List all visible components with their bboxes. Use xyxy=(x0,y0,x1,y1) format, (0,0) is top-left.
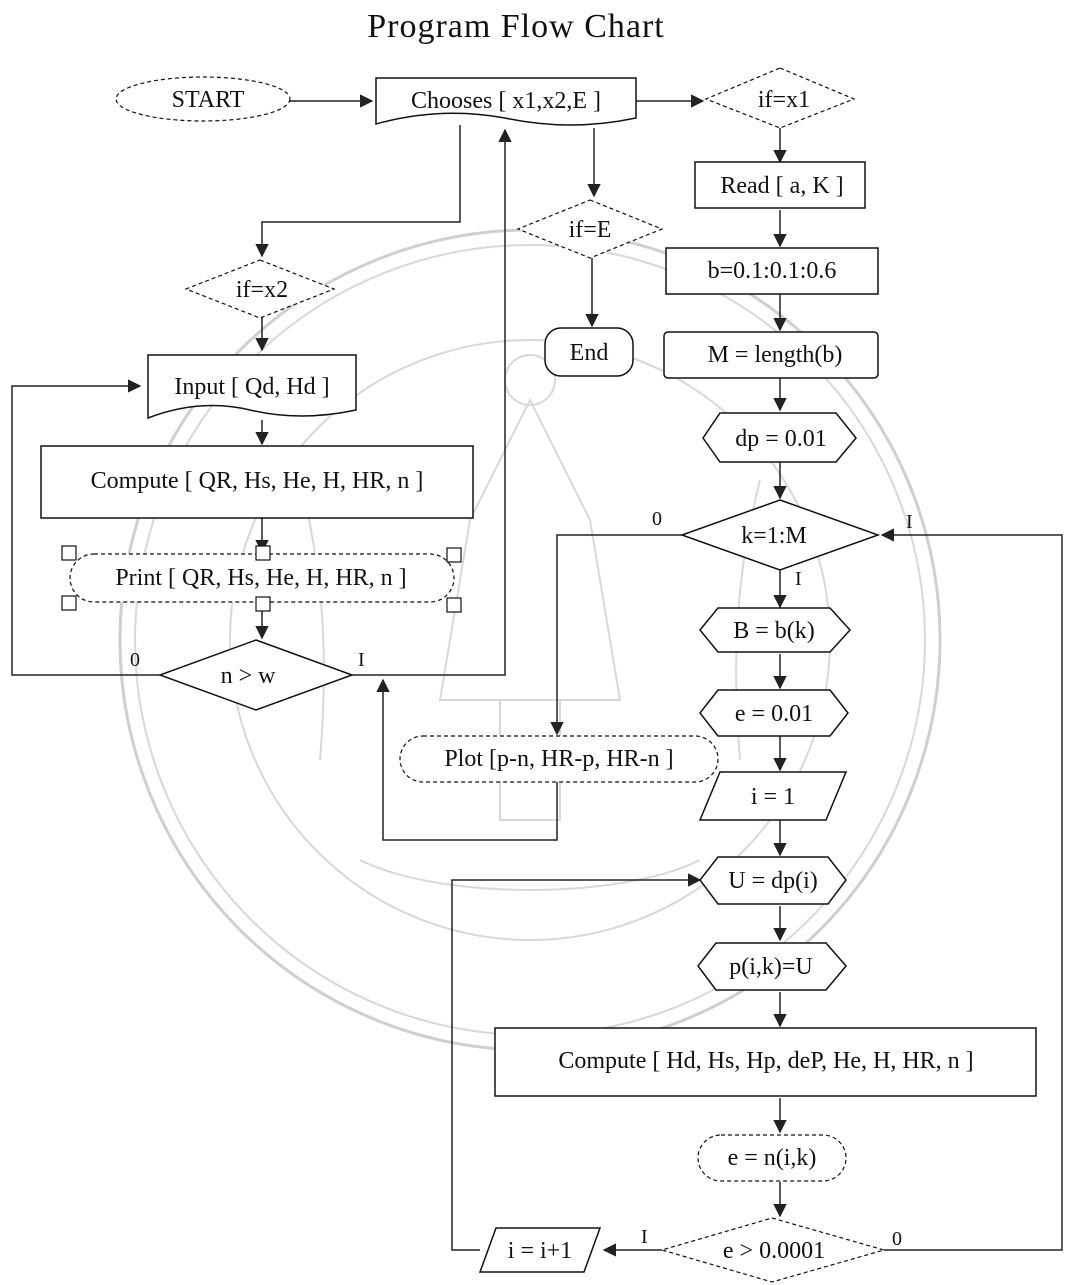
k-zero-label: 0 xyxy=(652,508,662,530)
selection-handle[interactable] xyxy=(255,545,271,561)
input-label: Input [ Qd, Hd ] xyxy=(174,374,329,400)
chooses-label: Chooses [ x1,x2,E ] xyxy=(411,88,601,114)
i-init-io: i = 1 xyxy=(698,771,848,821)
compute-right-label: Compute [ Hd, Hs, Hp, deP, He, H, HR, n … xyxy=(558,1048,973,1074)
i-incr-label: i = i+1 xyxy=(508,1238,572,1264)
k-one-down-label: I xyxy=(795,568,802,590)
e-assign-label: e = n(i,k) xyxy=(728,1145,817,1171)
e-one-label: I xyxy=(641,1226,648,1248)
end-label: End xyxy=(570,340,609,366)
plot-label: Plot [p-n, HR-p, HR-n ] xyxy=(444,746,673,772)
read-label: Read [ a, K ] xyxy=(720,173,843,199)
selection-handle[interactable] xyxy=(61,545,77,561)
p-assign-label: p(i,k)=U xyxy=(729,954,813,980)
plot-output: Plot [p-n, HR-p, HR-n ] xyxy=(399,735,719,783)
e-init-prep: e = 0.01 xyxy=(699,689,849,737)
e-zero-label: 0 xyxy=(892,1228,902,1250)
if-x1-label: if=x1 xyxy=(758,87,810,113)
compute-right-box: Compute [ Hd, Hs, Hp, deP, He, H, HR, n … xyxy=(494,1027,1037,1097)
connectors xyxy=(11,94,1063,1257)
chooses-box: Chooses [ x1,x2,E ] xyxy=(375,77,637,126)
e-assign-terminal: e = n(i,k) xyxy=(697,1134,847,1182)
read-box: Read [ a, K ] xyxy=(694,161,866,209)
chart-title: Program Flow Chart xyxy=(367,8,665,45)
print-output: Print [ QR, Hs, He, H, HR, n ] xyxy=(61,545,462,613)
dp-label: dp = 0.01 xyxy=(735,426,827,452)
k-loop-decision: k=1:M xyxy=(679,499,881,571)
i-incr-io: i = i+1 xyxy=(478,1227,602,1273)
m-length-box: M = length(b) xyxy=(663,331,879,379)
n-check-label: n > w xyxy=(221,663,277,689)
u-assign-label: U = dp(i) xyxy=(728,868,818,894)
input-box: Input [ Qd, Hd ] xyxy=(147,354,357,420)
start-terminal: START xyxy=(115,76,291,122)
selection-handle[interactable] xyxy=(255,596,271,612)
end-terminal: End xyxy=(544,327,634,377)
p-assign-prep: p(i,k)=U xyxy=(697,942,847,991)
n-check-decision: n > w xyxy=(157,639,355,711)
if-x2-decision: if=x2 xyxy=(184,259,336,319)
compute-left-label: Compute [ QR, Hs, He, H, HR, n ] xyxy=(91,468,424,494)
n-zero-label: 0 xyxy=(130,649,140,671)
e-check-decision: e > 0.0001 xyxy=(659,1217,887,1283)
k-one-right-label: I xyxy=(906,511,913,533)
k-loop-label: k=1:M xyxy=(741,523,807,549)
e-check-label: e > 0.0001 xyxy=(723,1238,825,1264)
u-assign-prep: U = dp(i) xyxy=(699,856,847,905)
m-length-label: M = length(b) xyxy=(708,342,843,368)
n-one-label: I xyxy=(358,649,365,671)
b-range-box: b=0.1:0.1:0.6 xyxy=(665,247,879,295)
if-x2-label: if=x2 xyxy=(236,277,288,303)
i-init-label: i = 1 xyxy=(751,784,795,810)
selection-handle[interactable] xyxy=(61,595,77,611)
if-e-decision: if=E xyxy=(516,199,664,259)
compute-left-box: Compute [ QR, Hs, He, H, HR, n ] xyxy=(40,445,474,519)
selection-handle[interactable] xyxy=(446,597,462,613)
b-assign-label: B = b(k) xyxy=(733,618,815,644)
e-init-label: e = 0.01 xyxy=(735,701,813,727)
b-assign-prep: B = b(k) xyxy=(699,607,852,653)
selection-handle[interactable] xyxy=(446,547,462,563)
if-x1-decision: if=x1 xyxy=(704,67,856,129)
start-label: START xyxy=(172,87,245,113)
b-range-label: b=0.1:0.1:0.6 xyxy=(708,258,837,284)
dp-prep: dp = 0.01 xyxy=(702,412,857,463)
if-e-label: if=E xyxy=(569,217,612,243)
print-label: Print [ QR, Hs, He, H, HR, n ] xyxy=(115,565,406,591)
